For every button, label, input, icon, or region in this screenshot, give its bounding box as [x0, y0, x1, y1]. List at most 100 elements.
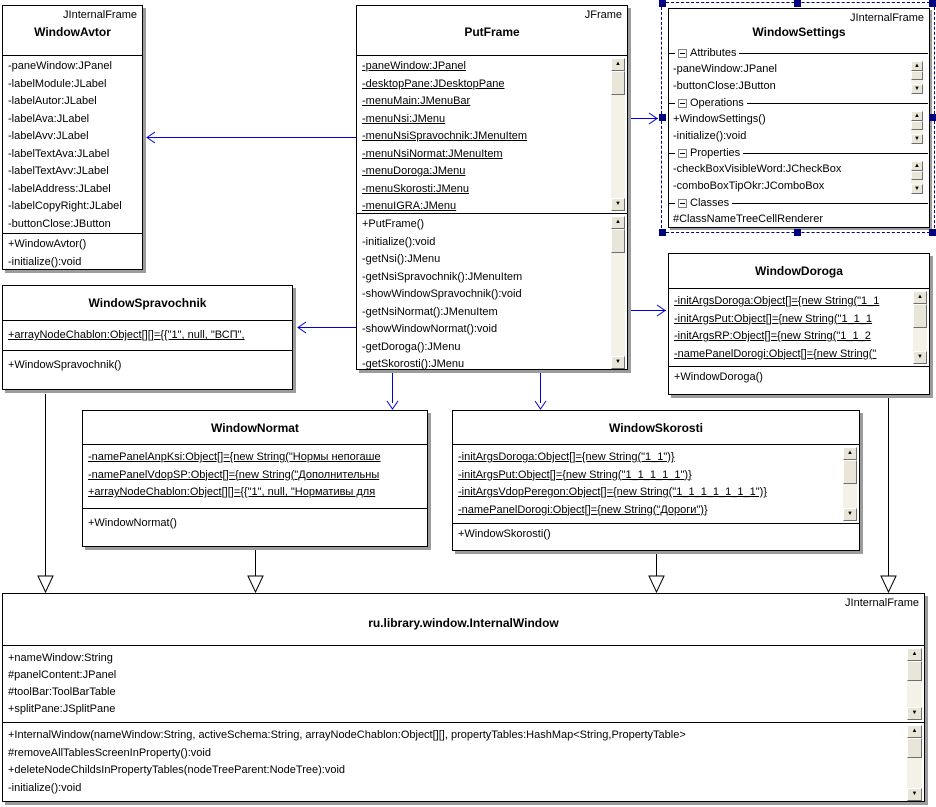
scrollbar-thumb[interactable] — [911, 71, 923, 80]
scrollbar-thumb[interactable] — [611, 71, 625, 95]
attribute-row[interactable]: -namePanelVdopSP:Object[]={new String("Д… — [88, 468, 380, 481]
attribute-row[interactable]: #panelContent:JPanel — [8, 669, 117, 681]
attribute-row[interactable]: -initArgsRP:Object[]={new String("1_1_2 — [674, 330, 871, 342]
method-row[interactable]: -initialize():void — [8, 781, 82, 794]
scrollbar-thumb[interactable] — [911, 121, 923, 130]
class-box-putframe[interactable]: JFrame PutFrame -paneWindow:JPanel -desk… — [356, 5, 628, 370]
method-row[interactable]: #removeAllTablesScreenInProperty():void — [8, 746, 211, 759]
scroll-down-button[interactable]: ▼ — [913, 351, 927, 364]
collapse-icon[interactable] — [678, 98, 687, 108]
scroll-up-button[interactable]: ▲ — [611, 58, 625, 71]
attribute-row[interactable]: -initArgsDoroga:Object[]={new String("1_… — [458, 451, 675, 463]
attribute-row[interactable]: -paneWindow:JPanel — [673, 63, 777, 75]
scrollbar-thumb[interactable] — [843, 460, 857, 484]
attribute-row[interactable]: -labelAvv:JLabel — [8, 130, 89, 142]
connector-windowspravochnik-internalwindow[interactable] — [45, 394, 46, 576]
scrollbar[interactable]: ▲ ▼ — [913, 291, 927, 364]
attribute-row[interactable]: -menuDoroga:JMenu — [362, 165, 466, 177]
method-row[interactable]: +WindowSettings() — [673, 113, 766, 125]
selection-handle[interactable] — [794, 229, 801, 236]
connector-windowdoroga-internalwindow[interactable] — [888, 397, 889, 576]
method-row[interactable]: +WindowSkorosti() — [458, 528, 551, 540]
scroll-up-button[interactable]: ▲ — [911, 111, 923, 121]
attribute-row[interactable]: -initArgsVdopPeregon:Object[]={new Strin… — [458, 486, 767, 498]
scroll-down-button[interactable]: ▼ — [611, 198, 625, 211]
connector-putframe-windowsettings[interactable] — [628, 118, 658, 119]
selection-handle[interactable] — [929, 229, 936, 236]
connector-putframe-windowskorosti[interactable] — [540, 371, 541, 403]
attribute-row[interactable]: -namePanelAnpKsi:Object[]={new String("Н… — [88, 451, 381, 463]
scroll-up-button[interactable]: ▲ — [913, 291, 927, 304]
attribute-row[interactable]: -labelTextAvv:JLabel — [8, 165, 109, 177]
selection-handle[interactable] — [794, 0, 801, 7]
attribute-row[interactable]: -comboBoxTipOkr:JComboBox — [673, 180, 825, 192]
selection-handle[interactable] — [659, 0, 666, 7]
scrollbar[interactable]: ▲ ▼ — [907, 725, 922, 801]
attribute-row[interactable]: -menuIGRA:JMenu — [362, 200, 457, 212]
class-box-internalwindow[interactable]: JInternalFrame ru.library.window.Interna… — [2, 593, 925, 802]
method-row[interactable]: -initialize():void — [8, 255, 82, 268]
method-row[interactable]: +deleteNodeChildsInPropertyTables(nodeTr… — [8, 764, 346, 776]
scrollbar[interactable]: ▲ ▼ — [911, 161, 923, 194]
attribute-row[interactable]: -labelModule:JLabel — [8, 77, 107, 90]
attribute-row[interactable]: -initArgsPut:Object[]={new String("1_1_1… — [458, 468, 692, 481]
class-box-windowdoroga[interactable]: WindowDoroga -initArgsDoroga:Object[]={n… — [668, 253, 930, 395]
attribute-row[interactable]: -labelAddress:JLabel — [8, 182, 111, 195]
attribute-row[interactable]: -buttonClose:JButton — [673, 80, 776, 92]
class-box-windowsettings[interactable]: JInternalFrame WindowSettings Attributes… — [668, 8, 930, 228]
attribute-row[interactable]: -initArgsPut:Object[]={new String("1_1_1 — [674, 312, 873, 325]
scroll-down-button[interactable]: ▼ — [911, 184, 923, 194]
attribute-row[interactable]: -buttonClose:JButton — [8, 217, 111, 230]
scrollbar[interactable]: ▲ ▼ — [911, 111, 923, 144]
attribute-row[interactable]: -namePanelDorogi:Object[]={new String("Д… — [458, 503, 708, 516]
class-box-windownormat[interactable]: WindowNormat -namePanelAnpKsi:Object[]={… — [82, 410, 428, 547]
selection-handle[interactable] — [659, 229, 666, 236]
method-row[interactable]: -getDoroga():JMenu — [362, 340, 461, 353]
attribute-row[interactable]: -initArgsDoroga:Object[]={new String("1_… — [674, 295, 880, 307]
connector-putframe-windowavtor[interactable] — [147, 137, 356, 138]
scroll-down-button[interactable]: ▼ — [907, 707, 922, 720]
class-row[interactable]: #ClassNameTreeCellRenderer — [673, 213, 823, 225]
method-row[interactable]: -getNsi():JMenu — [362, 253, 441, 265]
attribute-row[interactable]: -labelCopyRight:JLabel — [8, 200, 122, 212]
scrollbar[interactable]: ▲ ▼ — [911, 61, 923, 94]
method-row[interactable]: +WindowAvtor() — [8, 238, 87, 250]
scroll-down-button[interactable]: ▼ — [843, 508, 857, 521]
attribute-row[interactable]: -desktopPane:JDesktopPane — [362, 77, 505, 90]
method-row[interactable]: +PutFrame() — [362, 218, 425, 230]
connector-putframe-windownormat[interactable] — [392, 371, 393, 403]
method-row[interactable]: -getNsiSpravochnik():JMenuItem — [362, 270, 523, 283]
collapse-icon[interactable] — [678, 198, 687, 208]
scroll-up-button[interactable]: ▲ — [611, 216, 625, 229]
scroll-up-button[interactable]: ▲ — [911, 161, 923, 171]
method-row[interactable]: -showWindowSpravochnik():void — [362, 288, 522, 300]
method-row[interactable]: +WindowNormat() — [88, 517, 177, 529]
collapse-icon[interactable] — [678, 148, 687, 158]
scrollbar[interactable]: ▲ ▼ — [611, 58, 625, 211]
scrollbar-thumb[interactable] — [907, 738, 922, 758]
connector-putframe-windowspravochnik[interactable] — [298, 327, 356, 328]
scroll-up-button[interactable]: ▲ — [843, 447, 857, 460]
scroll-down-button[interactable]: ▼ — [911, 134, 923, 144]
attribute-row[interactable]: -menuNsiSpravochnik:JMenuItem — [362, 130, 528, 142]
selection-handle[interactable] — [659, 114, 666, 121]
attribute-row[interactable]: +nameWindow:String — [8, 652, 113, 664]
attribute-row[interactable]: -labelTextAva:JLabel — [8, 147, 110, 160]
connector-windowskorosti-internalwindow[interactable] — [656, 552, 657, 576]
scrollbar[interactable]: ▲ ▼ — [907, 648, 922, 720]
attribute-row[interactable]: +arrayNodeChablon:Object[][]={{"1", null… — [88, 486, 376, 498]
scrollbar-thumb[interactable] — [913, 304, 927, 328]
scrollbar[interactable]: ▲ ▼ — [611, 216, 625, 369]
scrollbar-thumb[interactable] — [907, 661, 922, 681]
attribute-row[interactable]: -menuSkorosti:JMenu — [362, 182, 469, 195]
scroll-up-button[interactable]: ▲ — [907, 725, 922, 738]
method-row[interactable]: -getSkorosti():JMenu — [362, 358, 465, 370]
connector-windownormat-internalwindow[interactable] — [255, 550, 256, 576]
method-row[interactable]: +WindowSpravochnik() — [8, 359, 122, 371]
collapse-icon[interactable] — [678, 48, 687, 58]
scroll-down-button[interactable]: ▼ — [611, 356, 625, 369]
attribute-row[interactable]: -menuMain:JMenuBar — [362, 95, 471, 107]
attribute-row[interactable]: #toolBar:ToolBarTable — [8, 686, 116, 698]
method-row[interactable]: -showWindowNormat():void — [362, 323, 498, 335]
attribute-row[interactable]: -labelAva:JLabel — [8, 112, 90, 125]
